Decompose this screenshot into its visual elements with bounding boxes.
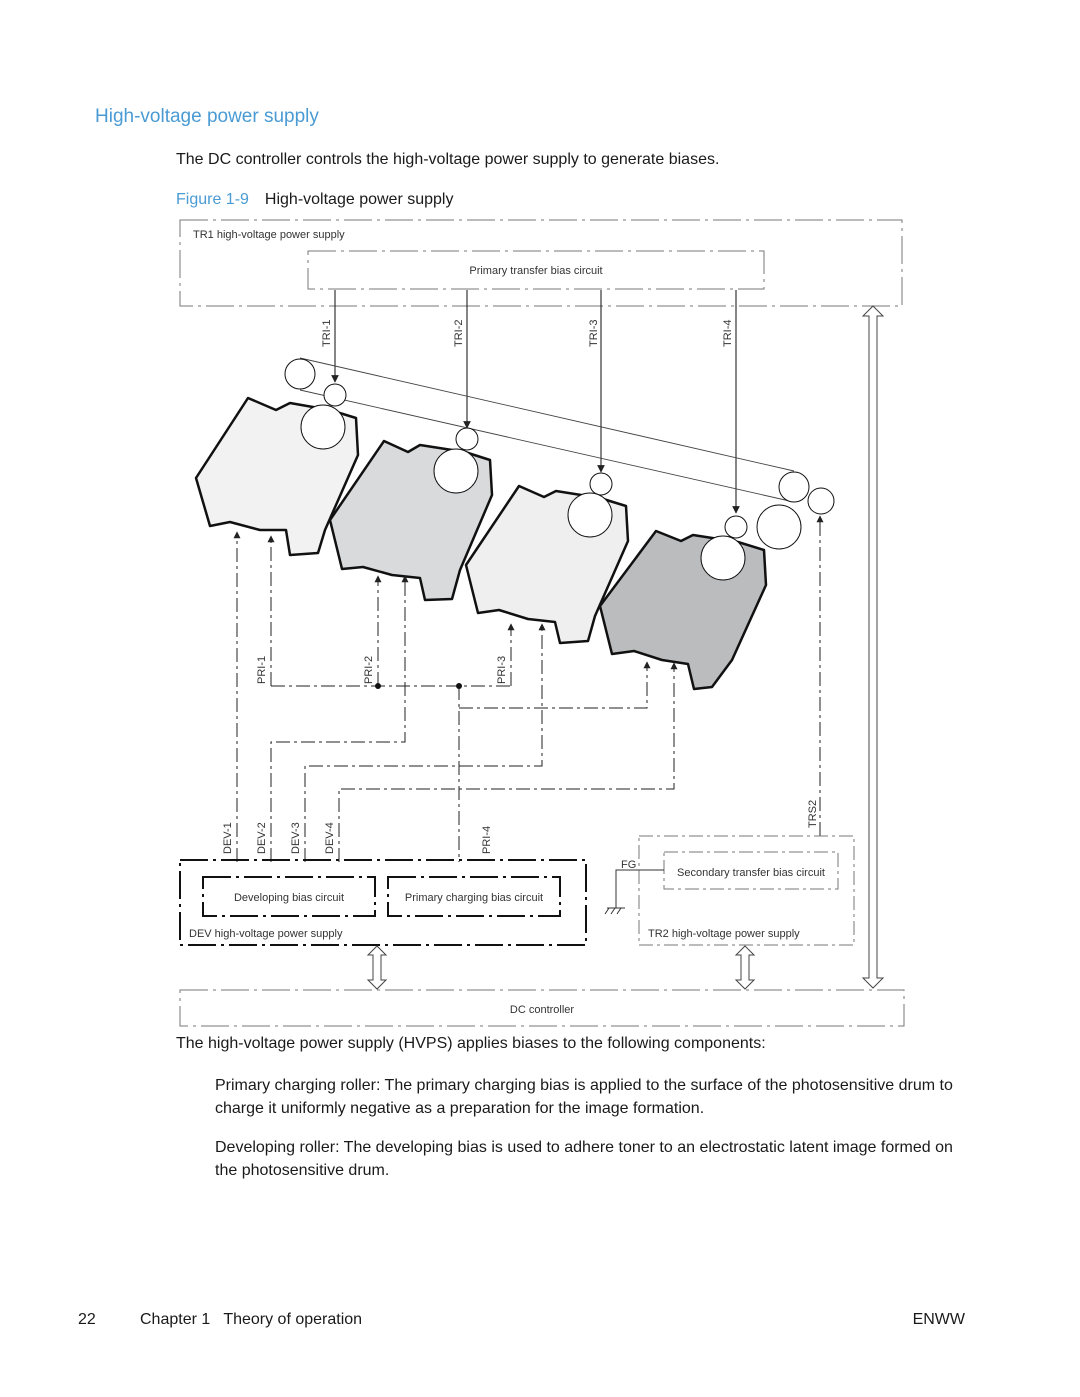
tr1-label: TR1 high-voltage power supply xyxy=(193,229,345,241)
bullet-developing-roller: Developing roller: The developing bias i… xyxy=(215,1139,953,1179)
drum-3 xyxy=(567,492,613,538)
bullet-primary-charging: Primary charging roller: The primary cha… xyxy=(215,1077,953,1117)
dev-4-label: DEV-4 xyxy=(324,822,336,854)
footer-page-number: 22 xyxy=(78,1311,96,1328)
ground-tick-2 xyxy=(610,907,616,915)
developing-bias-label: Developing bias circuit xyxy=(234,892,344,904)
fg-wire xyxy=(615,869,664,908)
tri-2-label: TRI-2 xyxy=(453,320,465,348)
pri-2-label: PRI-2 xyxy=(363,656,375,684)
tr2-hvps-label: TR2 high-voltage power supply xyxy=(648,928,800,940)
figure-caption: Figure 1-9 High-voltage power supply xyxy=(176,191,453,209)
primary-transfer-roller-1 xyxy=(323,383,347,407)
dc-tr2-double-arrow xyxy=(734,945,756,990)
belt-drive-roller-right xyxy=(778,471,810,503)
ground-tick-1 xyxy=(604,907,610,915)
pri-3-label: PRI-3 xyxy=(496,656,508,684)
tr1-box xyxy=(179,219,903,307)
secondary-transfer-roller xyxy=(756,504,802,550)
drum-2 xyxy=(433,448,479,494)
primary-transfer-roller-2 xyxy=(455,427,479,451)
primary-transfer-label: Primary transfer bias circuit xyxy=(469,265,602,277)
tr2-hvps-box xyxy=(638,835,855,946)
trs2-label: TRS2 xyxy=(807,800,819,828)
figure-number: Figure 1-9 xyxy=(176,191,249,208)
pri-junction-1 xyxy=(375,683,381,689)
developing-bias-box xyxy=(202,876,376,917)
belt-top xyxy=(299,357,795,472)
tri-3-label: TRI-3 xyxy=(588,320,600,348)
footer-enww: ENWW xyxy=(912,1311,965,1328)
secondary-transfer-roller-small xyxy=(807,487,835,515)
primary-charging-label: Primary charging bias circuit xyxy=(405,892,543,904)
tri-1-label: TRI-1 xyxy=(321,320,333,348)
dev-2-line xyxy=(270,575,409,862)
drum-1 xyxy=(300,404,346,450)
dc-dev-double-arrow xyxy=(366,945,388,990)
tri-4-label: TRI-4 xyxy=(722,320,734,348)
pri-junction-2 xyxy=(456,683,462,689)
pri-1-label: PRI-1 xyxy=(256,656,268,684)
footer-chapter: Chapter 1 Theory of operation xyxy=(140,1311,363,1328)
dc-controller-box xyxy=(179,989,905,1027)
intro-text: The DC controller controls the high-volt… xyxy=(176,151,720,168)
body-paragraph: The high-voltage power supply (HVPS) app… xyxy=(176,1035,766,1052)
belt-bottom xyxy=(299,389,795,503)
secondary-transfer-label: Secondary transfer bias circuit xyxy=(677,867,825,879)
pri-4-label: PRI-4 xyxy=(481,826,493,854)
section-title: High-voltage power supply xyxy=(95,106,319,127)
dev-hvps-label: DEV high-voltage power supply xyxy=(189,928,343,940)
figure-title: High-voltage power supply xyxy=(264,191,454,208)
dc-tr1-double-arrow xyxy=(861,305,885,989)
belt-drive-roller-left xyxy=(284,358,316,390)
dc-controller-label: DC controller xyxy=(510,1004,575,1016)
primary-transfer-box xyxy=(307,250,765,290)
primary-charging-box xyxy=(387,876,561,917)
fg-label: FG xyxy=(621,859,636,871)
dev-3-line xyxy=(304,623,546,862)
ground-tick-3 xyxy=(616,907,622,915)
dev-3-label: DEV-3 xyxy=(290,822,302,854)
pri-4-to-cart4 xyxy=(459,661,651,709)
primary-transfer-roller-4 xyxy=(724,515,748,539)
dev-4-line xyxy=(338,662,678,862)
dev-2-label: DEV-2 xyxy=(256,822,268,854)
drum-4 xyxy=(700,535,746,581)
primary-transfer-roller-3 xyxy=(589,472,613,496)
dev-1-label: DEV-1 xyxy=(222,822,234,854)
